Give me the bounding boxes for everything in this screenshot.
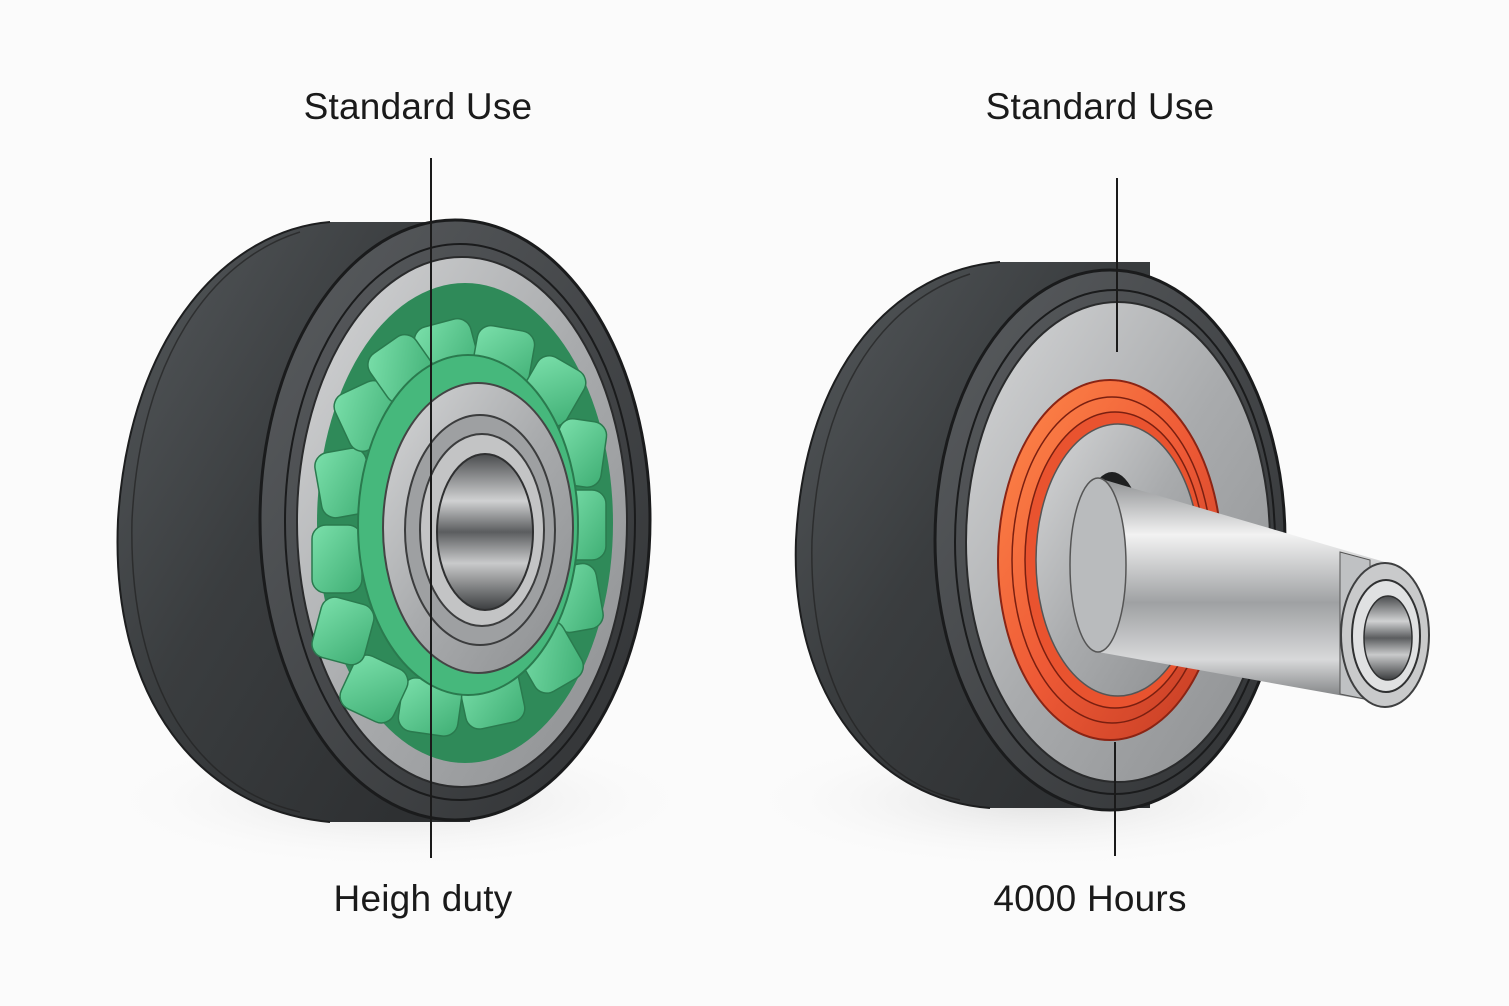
- right-top-label: Standard Use: [985, 86, 1215, 127]
- right-bearing: [740, 261, 1430, 870]
- left-bottom-label: Heigh duty: [333, 878, 513, 919]
- left-top-label: Standard Use: [303, 86, 533, 127]
- right-bottom-label: 4000 Hours: [993, 878, 1187, 919]
- left-bearing: [100, 218, 700, 870]
